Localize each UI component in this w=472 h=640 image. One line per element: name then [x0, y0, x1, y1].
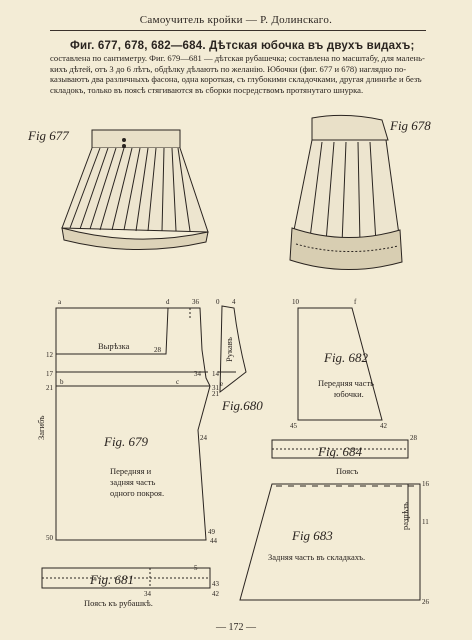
point-b: b	[60, 378, 64, 386]
rukav-label: Рукавъ	[224, 336, 234, 362]
pattern-681	[41, 567, 211, 589]
razrez-label: разрѣзъ	[400, 502, 410, 530]
point-n26: 26	[422, 598, 430, 606]
pered-zad-line-3: одного покроя.	[110, 488, 164, 498]
point-c: c	[176, 378, 179, 386]
body-line: составлена по сантиметру. Фиг. 679—681 —…	[50, 53, 425, 63]
poyas-rub-label: Поясъ къ рубашкѣ.	[84, 598, 153, 608]
point-n21b: 21	[212, 390, 220, 398]
pattern-679	[55, 307, 211, 541]
point-n42: 42	[380, 422, 388, 430]
pattern-684	[271, 439, 409, 459]
point-n0: 0	[216, 298, 220, 306]
header-rule	[50, 30, 426, 31]
fig-683-label: Fig 683	[291, 528, 333, 543]
point-n50: 50	[46, 534, 54, 542]
point-n16: 16	[422, 480, 430, 488]
page-number: — 172 —	[216, 622, 256, 633]
fig-681-label: Fig. 681	[89, 572, 134, 587]
fig-680-label: Fig.680	[221, 398, 263, 413]
fig-678-label: Fig 678	[389, 118, 431, 133]
point-n44: 44	[210, 537, 218, 545]
fig-684-label: Fig. 684	[317, 444, 363, 459]
point-n21: 21	[46, 384, 54, 392]
pattern-680	[218, 305, 247, 394]
point-n11: 11	[422, 518, 429, 526]
point-n43: 43	[212, 580, 220, 588]
body-text: составлена по сантиметру. Фиг. 679—681 —…	[50, 53, 430, 95]
point-n10: 10	[292, 298, 300, 306]
point-n28: 28	[154, 346, 162, 354]
zad-skladki-label: Задняя часть въ складкахъ.	[268, 552, 365, 562]
point-n24: 24	[200, 434, 208, 442]
fig-682-label: Fig. 682	[323, 350, 369, 365]
body-line: складокъ, только въ поясѣ стягиваются въ…	[50, 84, 364, 95]
body-line: казываютъ два различныхъ фасона, одна ко…	[50, 74, 422, 84]
point-n5: 5	[194, 564, 198, 572]
pered-yub-line-1: Передняя часть	[318, 378, 374, 388]
point-f: f	[354, 298, 357, 306]
skirt-678-illustration	[289, 114, 403, 271]
point-n17: 17	[46, 370, 54, 378]
point-n49: 49	[208, 528, 216, 536]
section-title: Фиг. 677, 678, 682—684. Дѣтская юбочка в…	[70, 40, 415, 52]
point-n14: 14	[212, 370, 220, 378]
point-n4: 4	[232, 298, 236, 306]
point-n34: 34	[194, 370, 202, 378]
point-n36: 36	[192, 298, 200, 306]
vyrezka-label: Вырѣзка	[98, 341, 130, 351]
point-n31: 31	[212, 384, 220, 392]
point-n42b: 42	[212, 590, 220, 598]
point-n45: 45	[290, 422, 298, 430]
point-n34b: 34	[144, 590, 152, 598]
fig-677-label: Fig 677	[27, 128, 69, 143]
pered-yub-line-2: юбочки.	[334, 389, 364, 399]
running-header: Самоучитель кройки — Р. Долинскаго.	[139, 14, 333, 26]
body-line: кихъ дѣтей, отъ 3 до 6 лѣтъ, обдѣлку дѣл…	[50, 63, 407, 74]
pered-zad-line-1: Передняя и	[110, 466, 152, 476]
point-n28b: 28	[410, 434, 418, 442]
pered-zad-line-2: задняя часть	[110, 477, 155, 487]
skirt-677-illustration	[61, 129, 209, 251]
point-d: d	[166, 298, 170, 306]
poyas-label: Поясъ	[336, 466, 359, 476]
point-e: e	[220, 380, 223, 388]
zagib-label: Загибъ	[36, 415, 46, 440]
fig-679-label: Fig. 679	[103, 434, 149, 449]
point-labels: a d 36 12 28 17 21 b c 34 31 50 49 44 0 …	[46, 298, 430, 606]
pattern-683	[239, 483, 421, 601]
pattern-682	[297, 307, 383, 421]
point-a: a	[58, 298, 62, 306]
point-n12: 12	[46, 351, 54, 359]
